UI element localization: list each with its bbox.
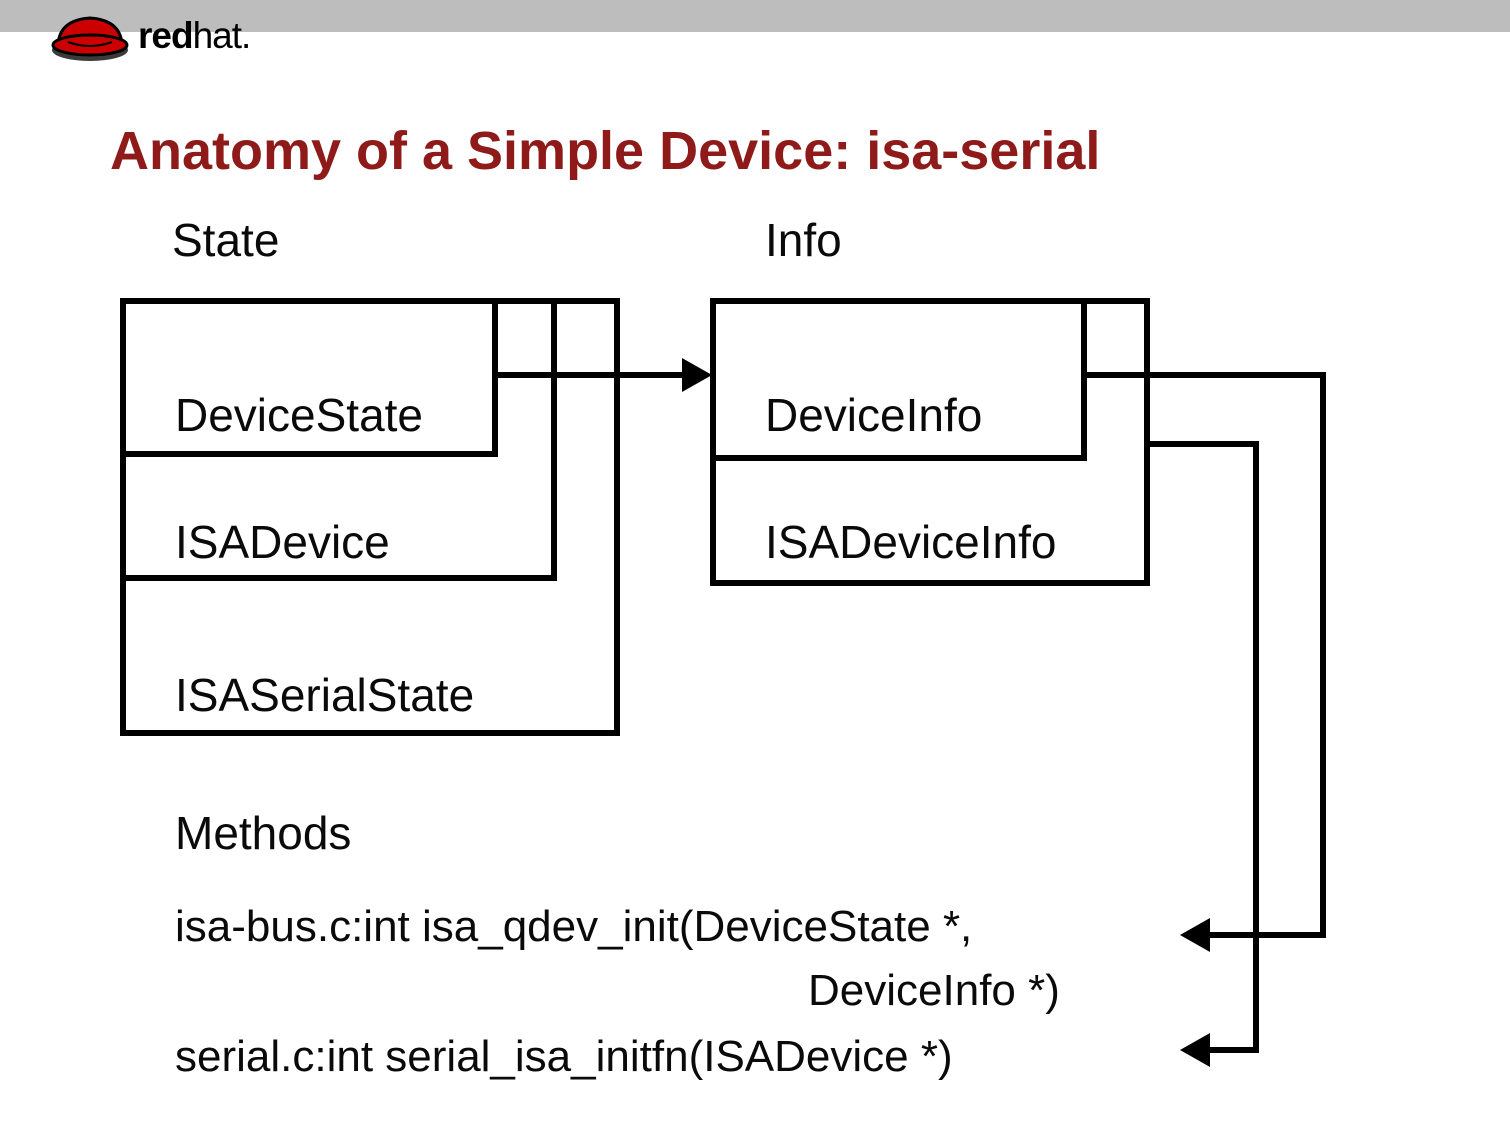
state-to-info-arrowhead-icon: [682, 358, 712, 392]
isadeviceinfo-connector-vertical: [1253, 441, 1259, 1053]
method-isa-qdev-init-line2: DeviceInfo *): [808, 966, 1060, 1015]
isadeviceinfo-label: ISADeviceInfo: [765, 516, 1057, 568]
devicestate-label: DeviceState: [175, 389, 424, 441]
wordmark-red: red: [138, 15, 194, 56]
deviceinfo-arrowhead-icon: [1180, 918, 1210, 952]
wordmark-hat: hat.: [192, 15, 252, 56]
state-column-label: State: [172, 214, 280, 266]
deviceinfo-connector-vertical: [1320, 372, 1326, 938]
top-border-band: [0, 0, 1510, 32]
slide-title: Anatomy of a Simple Device: isa-serial: [110, 121, 1101, 181]
isadeviceinfo-arrowhead-icon: [1180, 1033, 1210, 1067]
method-serial-isa-initfn: serial.c:int serial_isa_initfn(ISADevice…: [175, 1032, 953, 1081]
isadeviceinfo-connector-bottom: [1208, 1047, 1259, 1053]
deviceinfo-box: [710, 298, 1087, 461]
isadevice-label: ISADevice: [175, 516, 390, 568]
isadeviceinfo-connector-top: [1147, 441, 1259, 447]
redhat-hat-icon: [48, 4, 132, 68]
deviceinfo-label: DeviceInfo: [765, 389, 983, 441]
isaserialstate-label: ISASerialState: [175, 669, 475, 721]
redhat-logo: redhat.: [48, 4, 252, 68]
state-to-info-line: [494, 372, 686, 378]
redhat-wordmark: redhat.: [138, 15, 252, 57]
methods-heading: Methods: [175, 807, 352, 859]
info-column-label: Info: [765, 214, 842, 266]
deviceinfo-connector-top: [1084, 372, 1326, 378]
deviceinfo-connector-bottom: [1208, 932, 1326, 938]
method-isa-qdev-init-line1: isa-bus.c:int isa_qdev_init(DeviceState …: [175, 902, 973, 951]
